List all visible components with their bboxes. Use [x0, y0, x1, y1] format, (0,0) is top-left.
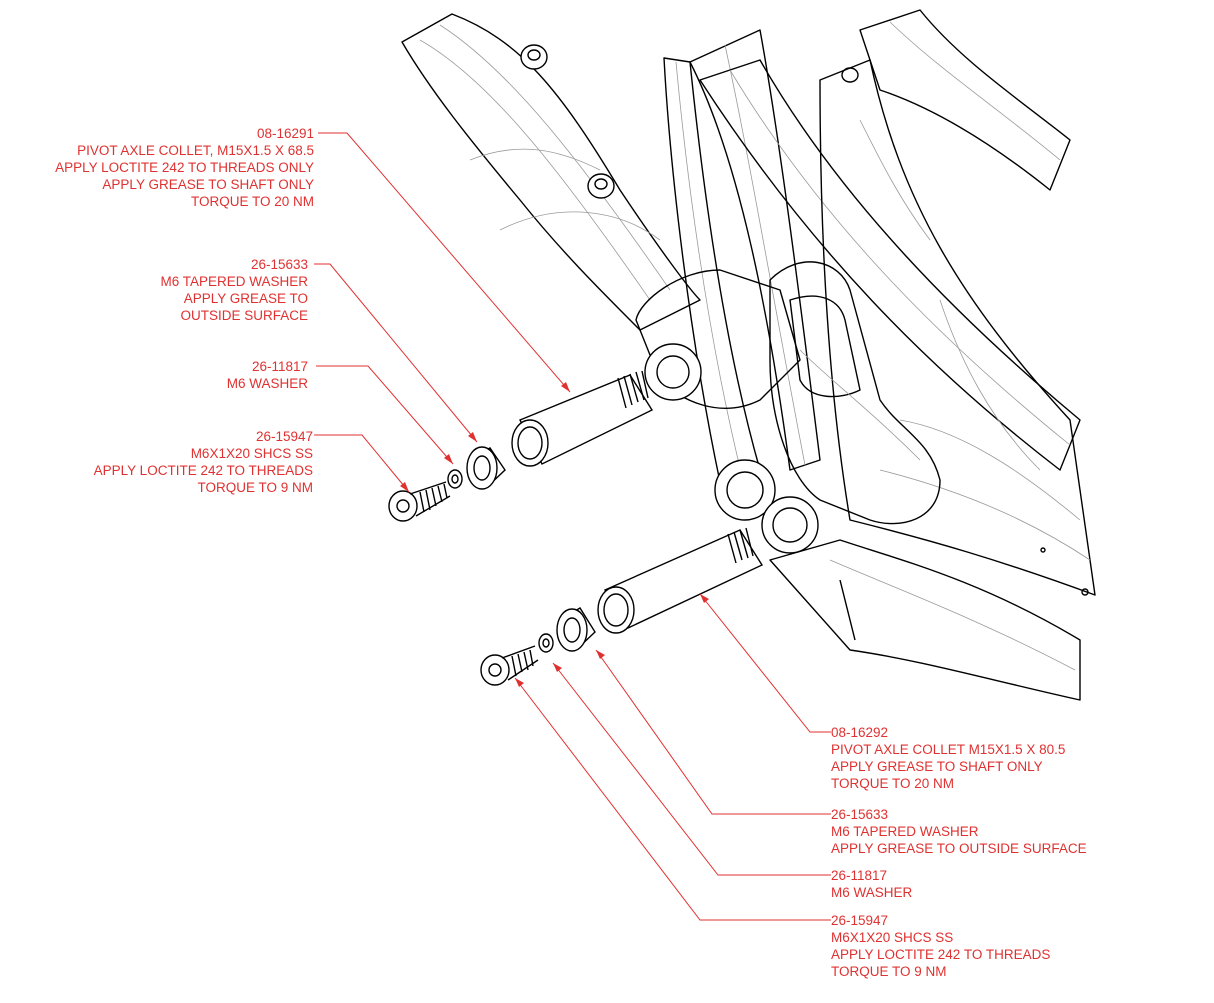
leader-upper-collet: [318, 132, 571, 393]
arrowhead-upper-washer: [444, 454, 453, 464]
lower-washer-line-1: M6 WASHER: [831, 885, 913, 900]
upper-bolt-line-1: M6X1X20 SHCS SS: [190, 446, 313, 461]
upper-tapered-washer-line-3: OUTSIDE SURFACE: [180, 308, 308, 323]
upper-washer-line-0: 26-11817: [251, 359, 308, 374]
arrowhead-lower-collet: [700, 594, 709, 603]
lower-collet-line-1: PIVOT AXLE COLLET M15X1.5 X 80.5: [831, 742, 1066, 757]
leader-lower-washer: [552, 662, 831, 876]
upper-collet-line-3: APPLY GREASE TO SHAFT ONLY: [102, 177, 314, 192]
leader-lower-bolt: [514, 677, 831, 921]
lower-tapered-washer-line-0: 26-15633: [831, 807, 889, 822]
upper-collet-line-2: APPLY LOCTITE 242 TO THREADS ONLY: [55, 160, 314, 175]
callout-lower-tapered-washer: 26-15633 M6 TAPERED WASHER APPLY GREASE TO…: [831, 806, 1087, 857]
lower-collet: [597, 527, 764, 634]
leader-lines: [314, 132, 831, 921]
upper-bolt-line-0: 26-15947: [255, 429, 313, 444]
upper-tapered-washer-line-2: APPLY GREASE TO: [183, 291, 308, 306]
arrowhead-lower-washer: [553, 663, 562, 672]
upper-tapered-washer: [466, 446, 506, 490]
upper-washer: [447, 469, 463, 489]
lower-bolt-line-1: M6X1X20 SHCS SS: [831, 930, 954, 945]
lower-bolt-line-3: TORQUE TO 9 NM: [831, 964, 947, 979]
lower-bolt: [480, 645, 539, 686]
arrowhead-upper-tapered-washer: [468, 432, 477, 442]
arrowhead-lower-tapered-washer: [596, 650, 605, 659]
lower-washer: [538, 633, 554, 653]
frame-bolt-middle: [587, 173, 615, 199]
upper-tapered-washer-line-0: 26-15633: [250, 257, 308, 272]
upper-washer-line-1: M6 WASHER: [226, 376, 308, 391]
leader-lower-tapered-washer: [595, 649, 831, 815]
frame-drawing: [401, 9, 1096, 701]
arrowhead-upper-collet: [561, 382, 570, 392]
lower-washer-line-0: 26-11817: [831, 868, 888, 883]
callout-upper-washer: 26-11817 M6 WASHER: [227, 358, 308, 392]
lower-collet-line-2: APPLY GREASE TO SHAFT ONLY: [831, 759, 1043, 774]
lower-tapered-washer: [556, 607, 596, 652]
upper-collet-line-4: TORQUE TO 20 NM: [190, 194, 314, 209]
upper-collet-line-1: PIVOT AXLE COLLET, M15X1.5 X 68.5: [77, 143, 314, 158]
lower-bolt-line-2: APPLY LOCTITE 242 TO THREADS: [831, 947, 1051, 962]
lower-collet-line-0: 08-16292: [831, 725, 889, 740]
lower-tapered-washer-line-1: M6 TAPERED WASHER: [831, 824, 979, 839]
callout-lower-washer: 26-11817 M6 WASHER: [831, 867, 912, 901]
leader-upper-bolt: [314, 434, 410, 493]
lower-tapered-washer-line-2: APPLY GREASE TO OUTSIDE SURFACE: [831, 841, 1087, 856]
upper-collet-line-0: 08-16291: [256, 126, 314, 141]
leader-upper-tapered-washer: [314, 263, 478, 443]
callout-upper-tapered-washer: 26-15633 M6 TAPERED WASHER APPLY GREASE TO…: [160, 256, 308, 324]
lower-collet-line-3: TORQUE TO 20 NM: [831, 776, 955, 791]
arrowhead-lower-bolt: [515, 678, 524, 687]
upper-bolt: [388, 481, 451, 522]
upper-collet: [511, 370, 654, 467]
upper-bolt-line-3: TORQUE TO 9 NM: [197, 480, 313, 495]
upper-tapered-washer-line-1: M6 TAPERED WASHER: [160, 274, 308, 289]
arrowhead-upper-bolt: [400, 482, 409, 492]
lower-bolt-line-0: 26-15947: [831, 913, 889, 928]
leader-upper-washer: [316, 365, 454, 465]
upper-bolt-line-2: APPLY LOCTITE 242 TO THREADS: [93, 463, 313, 478]
leader-lower-collet: [699, 593, 831, 733]
frame-bolt-upper: [520, 44, 548, 70]
